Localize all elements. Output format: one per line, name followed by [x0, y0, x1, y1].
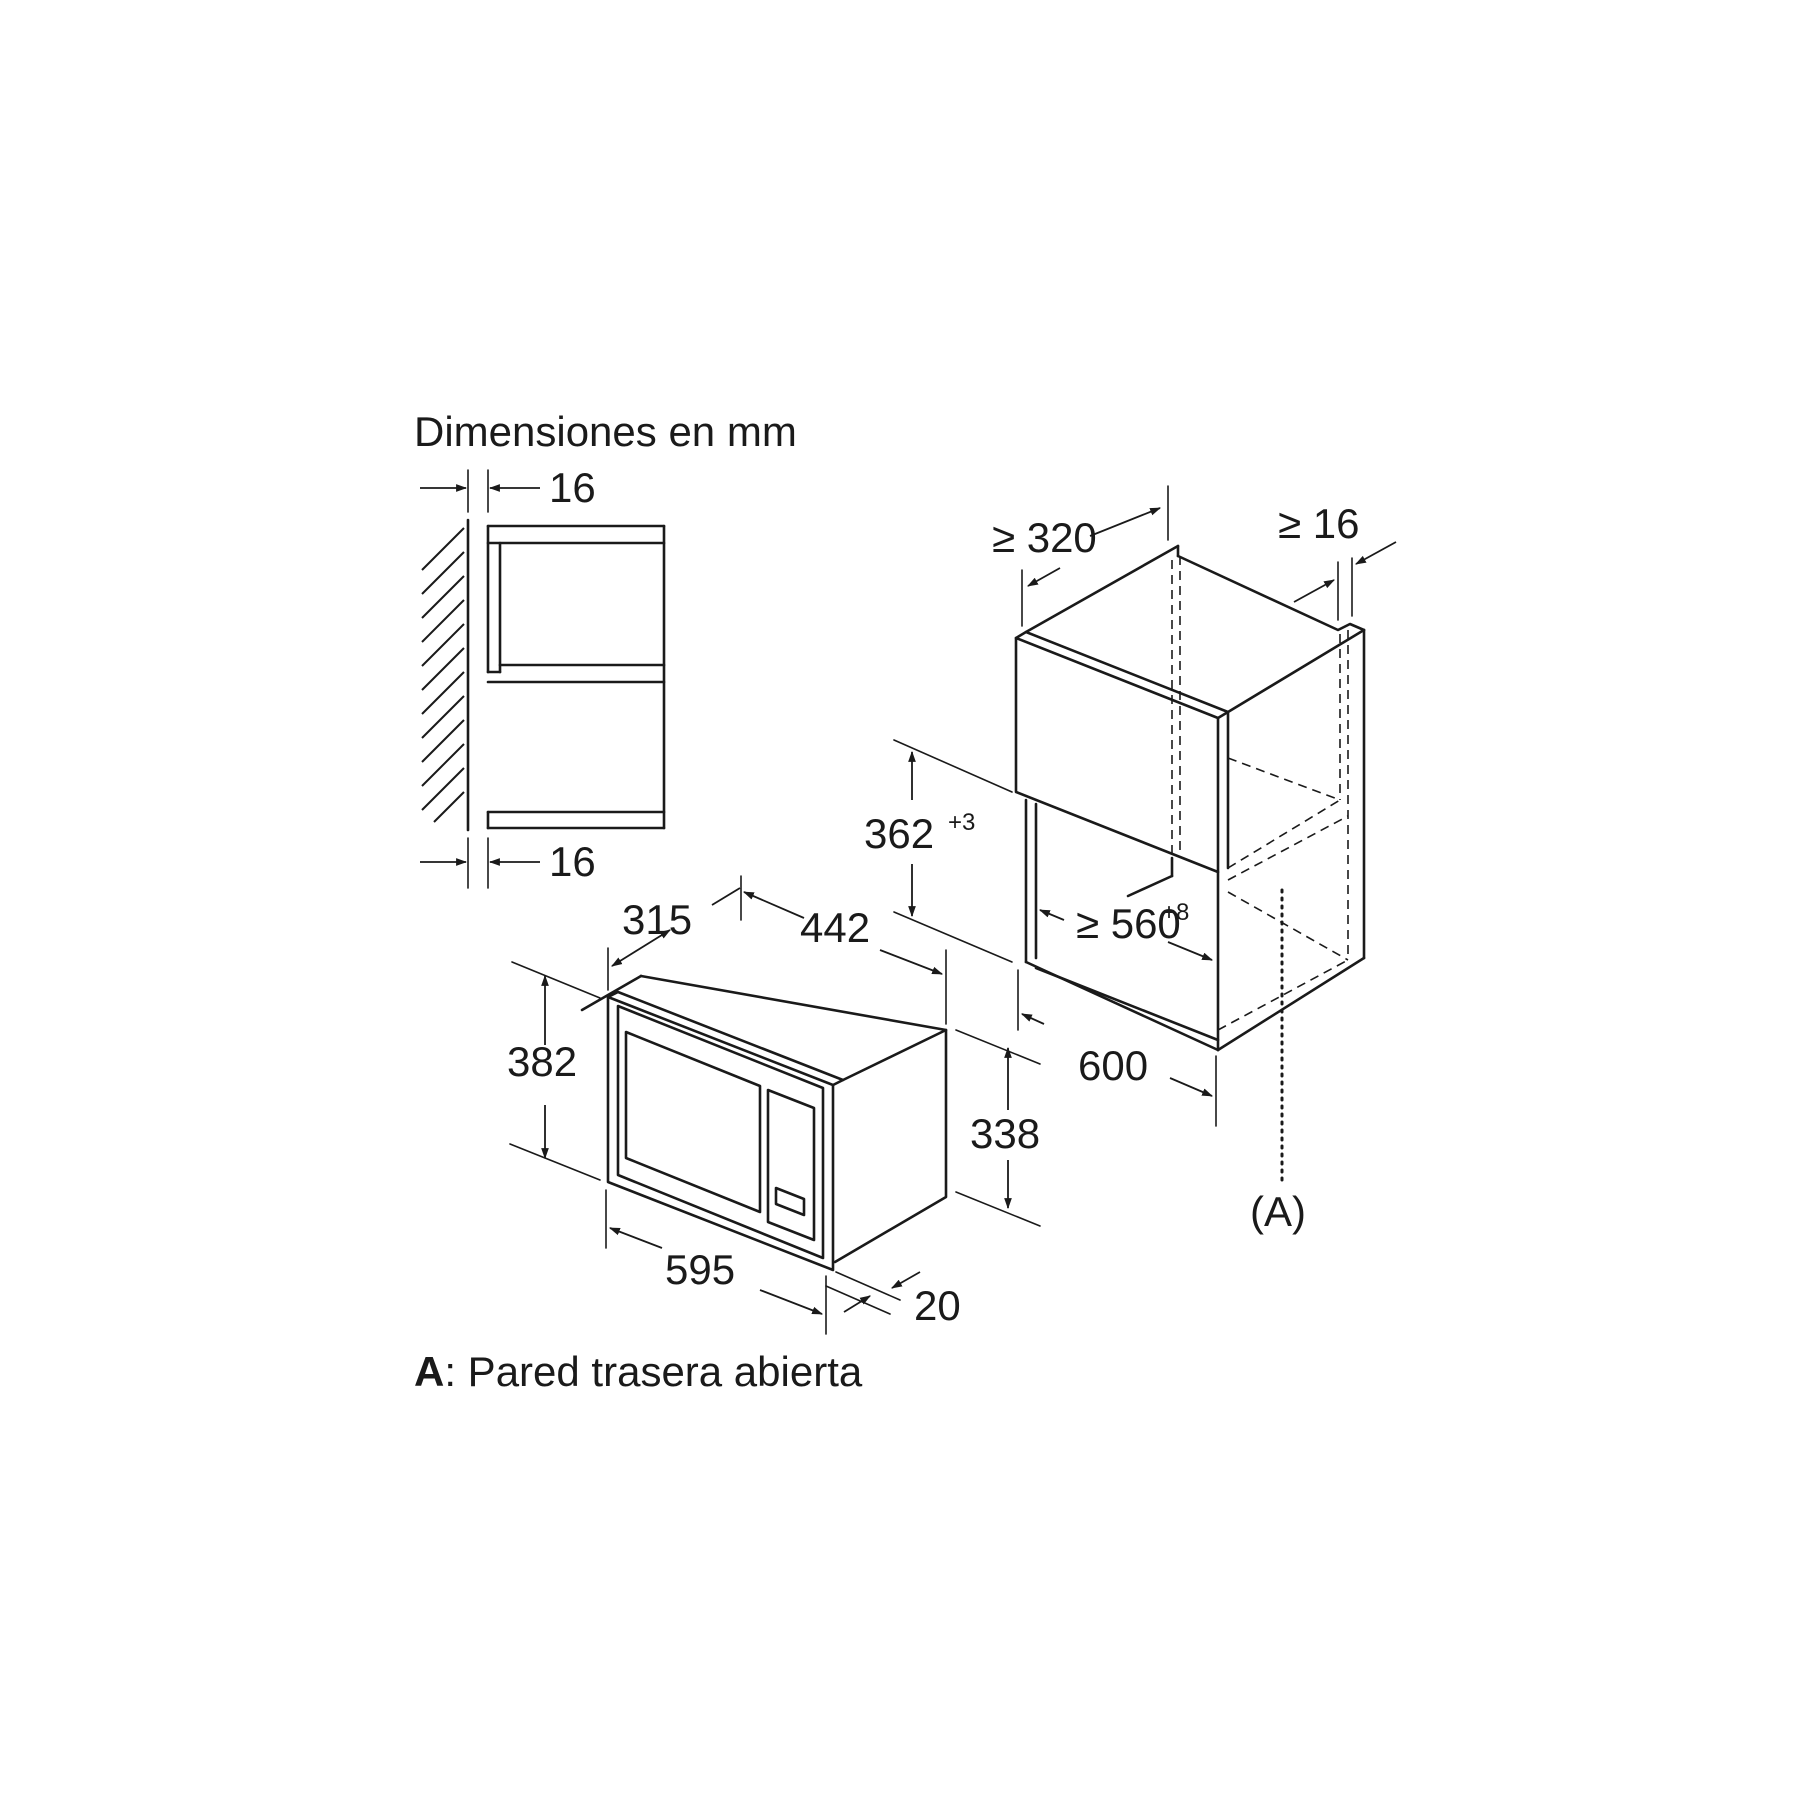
cabinet-width: 600 [1078, 1042, 1148, 1089]
appliance-front-height: 382 [507, 1038, 577, 1085]
legend-text: : Pared trasera abierta [444, 1348, 863, 1395]
side-bottom-dim: 16 [549, 838, 596, 885]
appliance-depth: 315 [622, 896, 692, 943]
appliance-drawing: 315 442 382 338 595 20 [507, 875, 1041, 1335]
niche-height: 362 [864, 810, 934, 857]
appliance-front-width: 595 [665, 1246, 735, 1293]
appliance-frame-depth: 20 [914, 1282, 961, 1329]
wall-hatching [421, 527, 465, 823]
cabinet-depth: ≥ 320 [992, 514, 1097, 561]
open-back-callout: (A) [1250, 1188, 1306, 1235]
legend-key: A [414, 1348, 444, 1395]
side-view: 16 16 [420, 464, 666, 889]
niche-width: ≥ 560 [1076, 900, 1181, 947]
cabinet-side-wall: ≥ 16 [1278, 500, 1359, 547]
niche-height-tolerance: +3 [948, 809, 975, 836]
niche-width-tolerance: +8 [1162, 899, 1189, 926]
title: Dimensiones en mm [414, 408, 797, 455]
side-top-dim: 16 [549, 464, 596, 511]
cabinet-drawing: ≥ 320 ≥ 16 362 +3 ≥ 560 +8 600 (A) [864, 485, 1397, 1235]
appliance-body-height: 338 [970, 1110, 1040, 1157]
appliance-width: 442 [800, 904, 870, 951]
legend: A: Pared trasera abierta [414, 1348, 863, 1395]
